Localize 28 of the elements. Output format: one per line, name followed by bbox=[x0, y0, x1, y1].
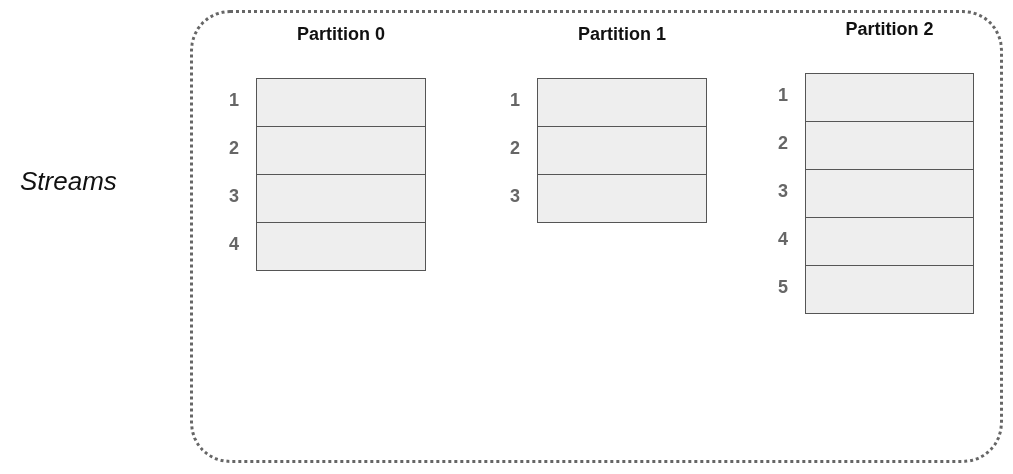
stack-cell bbox=[256, 78, 426, 127]
row-number: 2 bbox=[510, 138, 520, 159]
row-number: 1 bbox=[510, 90, 520, 111]
stack-cell bbox=[805, 169, 974, 218]
stack-cell bbox=[805, 217, 974, 266]
stack-cell bbox=[805, 265, 974, 314]
column-title: Partition 2 bbox=[844, 19, 935, 40]
stack-cell bbox=[256, 222, 426, 271]
column-title: Partition 1 bbox=[577, 24, 667, 45]
stack-cell bbox=[256, 174, 426, 223]
stack-cell bbox=[537, 126, 707, 175]
stack-cell bbox=[537, 78, 707, 127]
row-number: 4 bbox=[778, 229, 788, 250]
row-number: 3 bbox=[778, 181, 788, 202]
row-number: 2 bbox=[778, 133, 788, 154]
column-title: Partition 0 bbox=[296, 24, 386, 45]
stack-cell bbox=[256, 126, 426, 175]
stack-cell bbox=[805, 121, 974, 170]
group-title: Streams bbox=[20, 166, 117, 197]
stack-cell bbox=[805, 73, 974, 122]
row-number: 3 bbox=[510, 186, 520, 207]
row-number: 2 bbox=[229, 138, 239, 159]
stack-cell bbox=[537, 174, 707, 223]
row-number: 3 bbox=[229, 186, 239, 207]
row-number: 1 bbox=[229, 90, 239, 111]
row-number: 5 bbox=[778, 277, 788, 298]
row-number: 1 bbox=[778, 85, 788, 106]
row-number: 4 bbox=[229, 234, 239, 255]
